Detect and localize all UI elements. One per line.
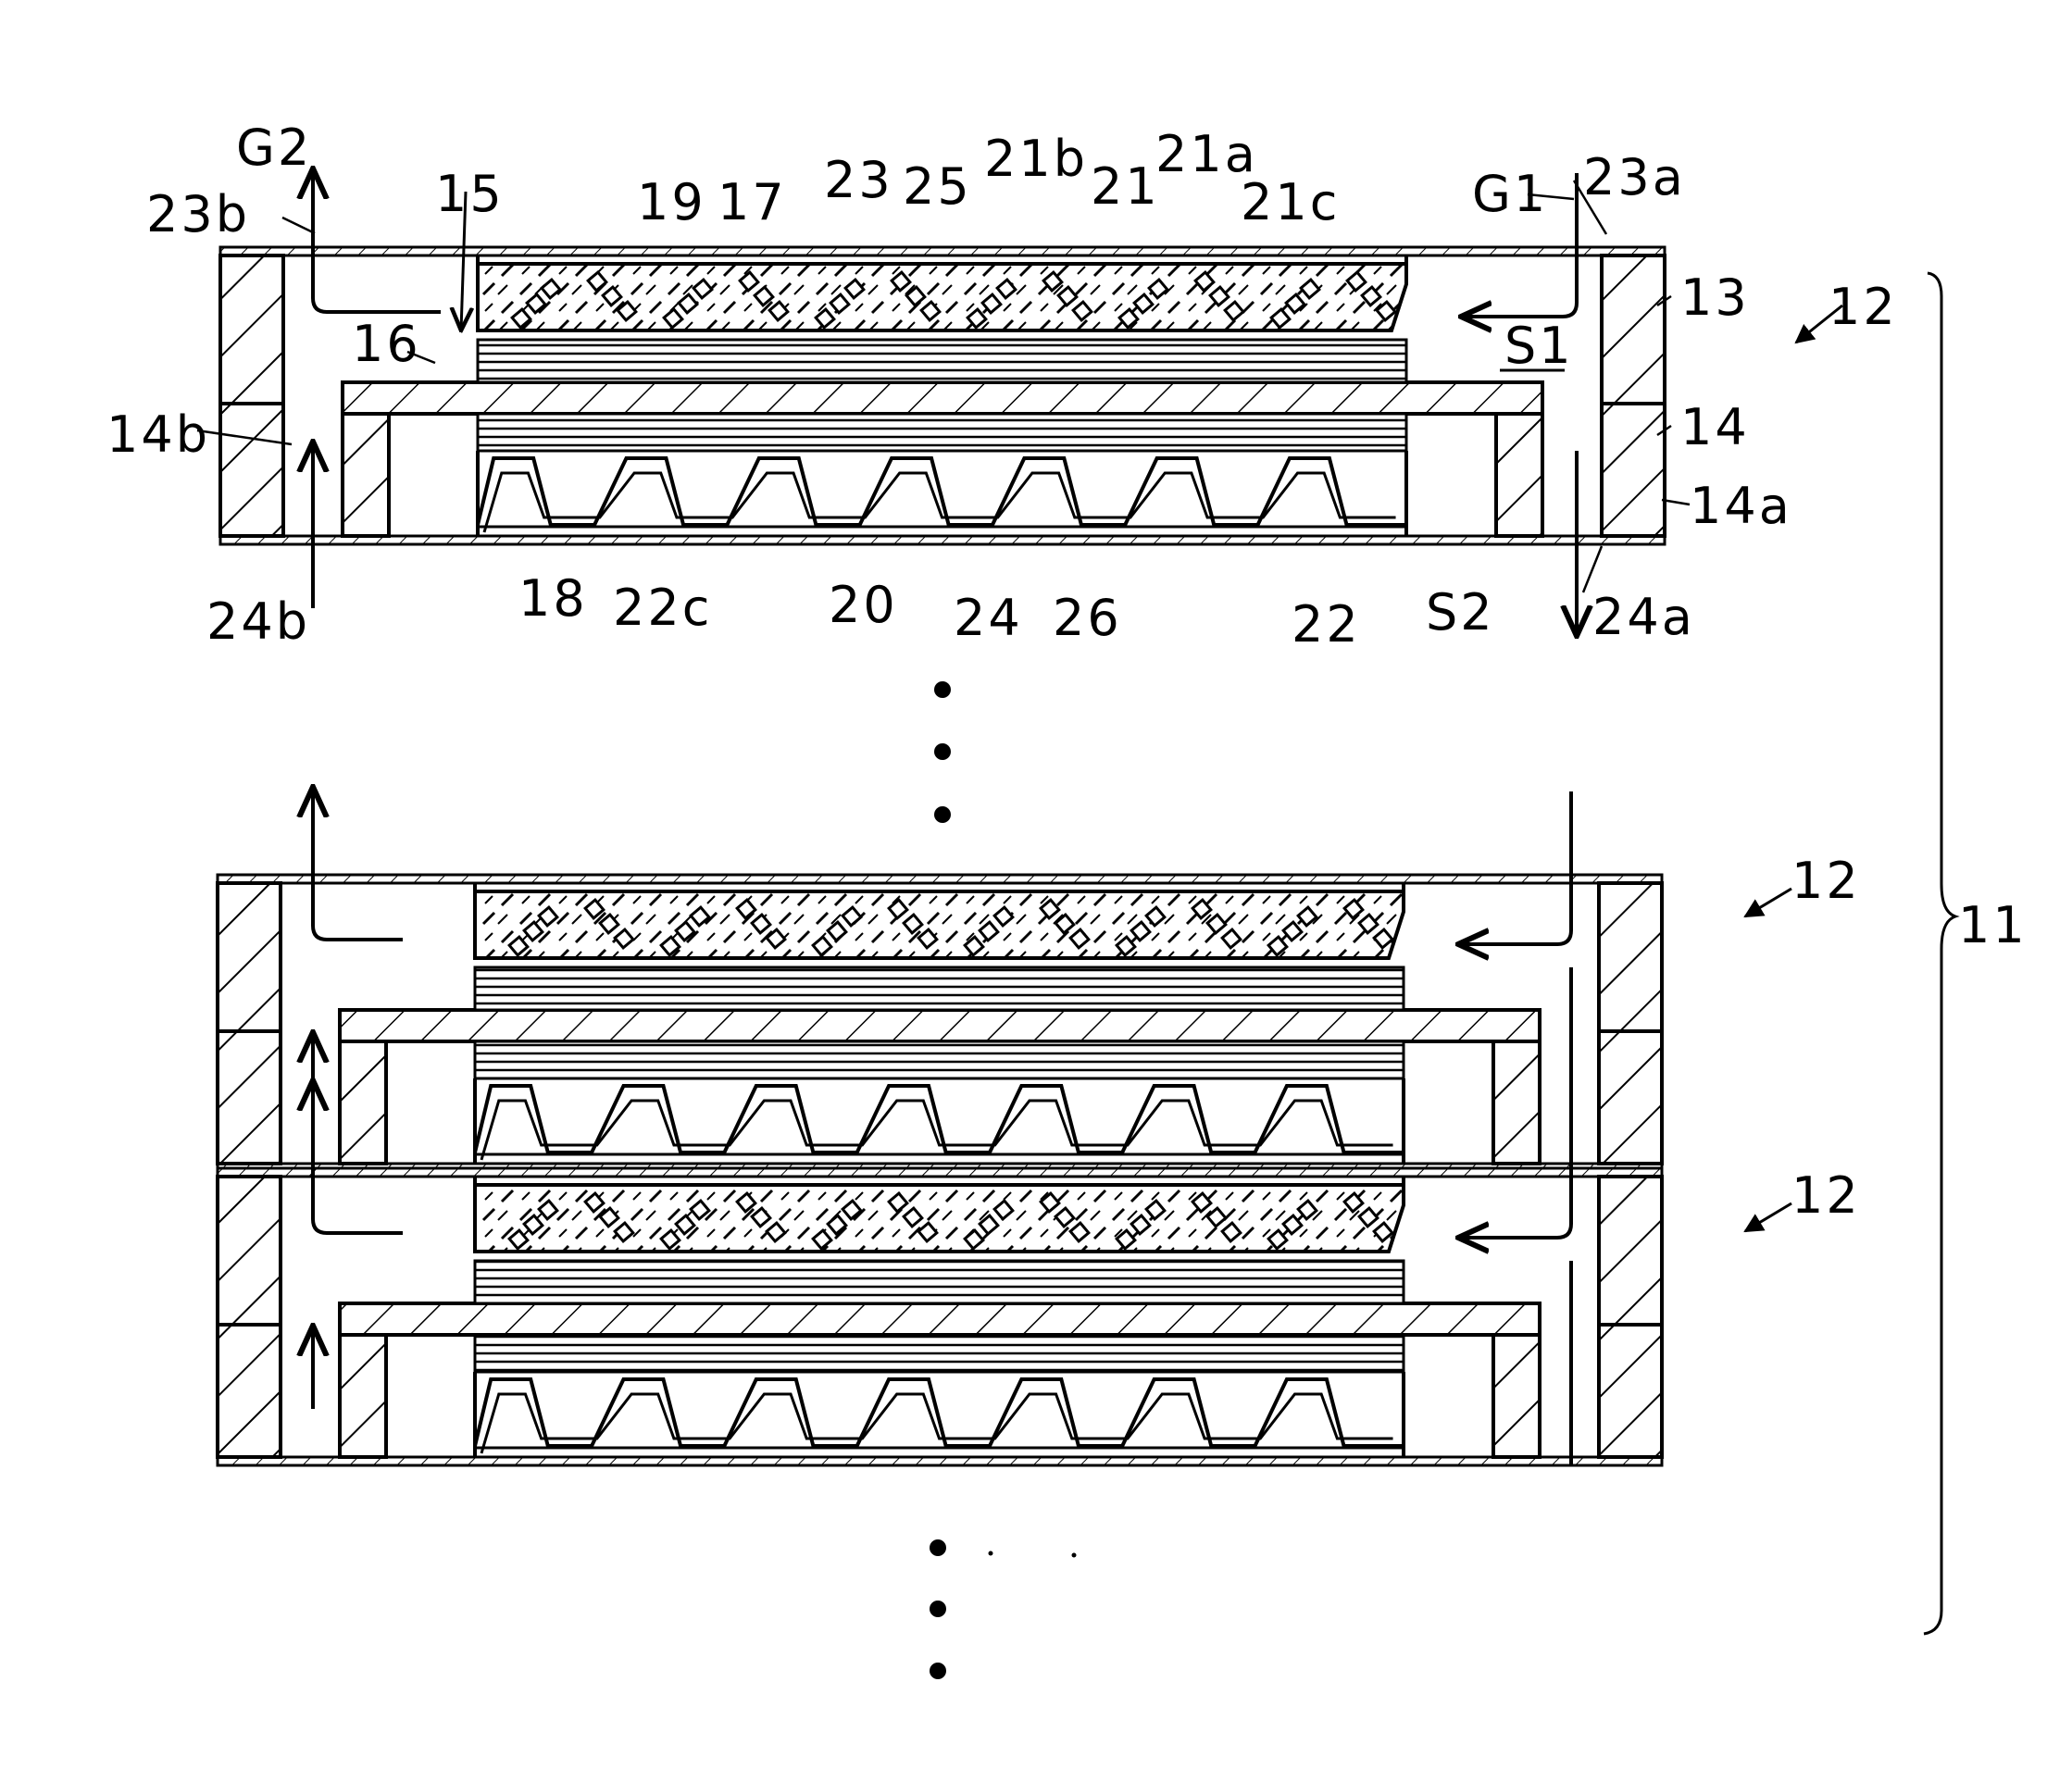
label-G1: G1 bbox=[1472, 165, 1548, 223]
continuation-dot bbox=[934, 681, 951, 698]
flow-arrow-out bbox=[313, 791, 403, 940]
electrode-layer-19 bbox=[475, 1261, 1404, 1303]
label-22: 22 bbox=[1292, 595, 1361, 654]
label-26: 26 bbox=[1053, 589, 1122, 647]
unit-cell bbox=[220, 168, 1665, 636]
spacer-right bbox=[1493, 1335, 1540, 1457]
separator-top-23 bbox=[220, 247, 1665, 255]
spacer-left bbox=[343, 414, 389, 536]
label-21b: 21b bbox=[984, 130, 1088, 188]
label-12-mid: 12 bbox=[1791, 852, 1861, 910]
label-23b: 23b bbox=[146, 185, 250, 243]
electrode-layer-20 bbox=[475, 1041, 1404, 1078]
electrolyte-plate-16 bbox=[340, 1303, 1540, 1335]
label-11: 11 bbox=[1958, 896, 2028, 954]
frame-left-upper bbox=[220, 255, 283, 404]
leader-line bbox=[282, 218, 315, 233]
separator-bottom-24 bbox=[218, 1457, 1662, 1465]
frame-right-upper-13 bbox=[1599, 883, 1662, 1031]
label-23: 23 bbox=[824, 151, 893, 209]
label-14a: 14a bbox=[1690, 477, 1792, 535]
label-S2: S2 bbox=[1426, 583, 1495, 642]
label-G2: G2 bbox=[236, 118, 312, 177]
continuation-dot bbox=[930, 1539, 946, 1556]
frame-right-lower-14 bbox=[1599, 1031, 1662, 1164]
label-25: 25 bbox=[903, 157, 972, 216]
frame-left-lower bbox=[218, 1325, 281, 1457]
label-15: 15 bbox=[435, 165, 505, 223]
separator-top-23 bbox=[218, 1168, 1662, 1177]
label-12-low: 12 bbox=[1791, 1166, 1861, 1225]
label-22c: 22c bbox=[613, 579, 712, 637]
unit-cell bbox=[218, 787, 1662, 1172]
spacer-right bbox=[1496, 414, 1542, 536]
speck bbox=[989, 1551, 993, 1556]
continuation-dot bbox=[934, 806, 951, 823]
separator-top-23 bbox=[218, 875, 1662, 883]
frame-left-lower bbox=[220, 404, 283, 536]
leader-line bbox=[1583, 546, 1602, 592]
frame-right-lower-14 bbox=[1602, 404, 1665, 536]
stack-brace-11 bbox=[1924, 273, 1955, 1634]
continuation-dot bbox=[930, 1601, 946, 1617]
label-24b: 24b bbox=[206, 592, 310, 651]
label-16: 16 bbox=[352, 315, 421, 373]
label-23a: 23a bbox=[1583, 148, 1686, 206]
electrolyte-plate-16 bbox=[340, 1010, 1540, 1041]
frame-left-upper bbox=[218, 1177, 281, 1325]
spacer-left bbox=[340, 1335, 386, 1457]
label-18: 18 bbox=[518, 569, 588, 628]
continuation-dot bbox=[934, 743, 951, 760]
label-13: 13 bbox=[1680, 268, 1750, 327]
label-21c: 21c bbox=[1241, 173, 1340, 231]
flow-arrow-in bbox=[1458, 791, 1571, 944]
speck bbox=[1072, 1553, 1077, 1558]
electrode-layer-19 bbox=[475, 967, 1404, 1010]
unit-cell bbox=[218, 1080, 1662, 1465]
separator-bottom-24 bbox=[220, 536, 1665, 544]
label-21: 21 bbox=[1091, 157, 1160, 216]
label-24a: 24a bbox=[1592, 588, 1695, 646]
electrode-layer-19 bbox=[478, 340, 1406, 382]
electrolyte-plate-16 bbox=[343, 382, 1542, 414]
frame-right-upper-13 bbox=[1599, 1177, 1662, 1325]
pointer-12-low bbox=[1745, 1203, 1791, 1231]
label-20: 20 bbox=[829, 576, 898, 634]
label-17: 17 bbox=[718, 173, 787, 231]
spacer-left bbox=[340, 1041, 386, 1164]
frame-right-lower-14 bbox=[1599, 1325, 1662, 1457]
electrode-layer-20 bbox=[478, 414, 1406, 451]
electrode-layer-20 bbox=[475, 1335, 1404, 1372]
label-14b: 14b bbox=[106, 405, 210, 464]
label-19: 19 bbox=[637, 173, 706, 231]
continuation-dot bbox=[930, 1663, 946, 1679]
label-24: 24 bbox=[954, 589, 1023, 647]
flow-arrow-g2 bbox=[313, 173, 441, 312]
frame-left-lower bbox=[218, 1031, 281, 1164]
frame-right-upper-13 bbox=[1602, 255, 1665, 404]
label-14: 14 bbox=[1680, 398, 1750, 456]
label-S1: S1 bbox=[1504, 317, 1574, 375]
frame-left-upper bbox=[218, 883, 281, 1031]
spacer-right bbox=[1493, 1041, 1540, 1164]
pointer-12-mid bbox=[1745, 889, 1791, 916]
label-12-top: 12 bbox=[1829, 278, 1898, 336]
